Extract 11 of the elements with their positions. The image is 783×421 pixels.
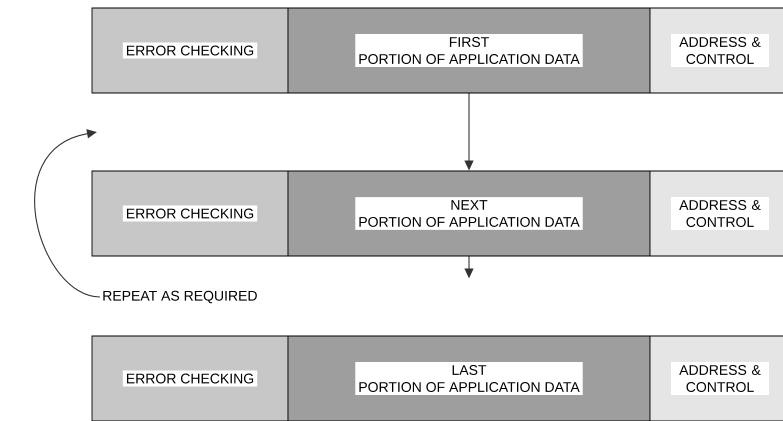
address-control-field: ADDRESS & CONTROL — [650, 8, 783, 94]
error-checking-field: ERROR CHECKING — [92, 8, 288, 94]
arrow — [34, 129, 100, 298]
error-checking-field: ERROR CHECKING — [92, 170, 288, 256]
address-control-field: ADDRESS & CONTROL — [650, 170, 783, 256]
address-control-field: ADDRESS & CONTROL — [650, 336, 783, 421]
data-field: FIRST PORTION OF APPLICATION DATA — [288, 8, 650, 94]
error-checking-field: ERROR CHECKING — [92, 336, 288, 421]
data-field: LAST PORTION OF APPLICATION DATA — [288, 336, 650, 421]
note-text: REPEAT AS REQUIRED — [103, 290, 257, 304]
data-field: NEXT PORTION OF APPLICATION DATA — [288, 170, 650, 256]
